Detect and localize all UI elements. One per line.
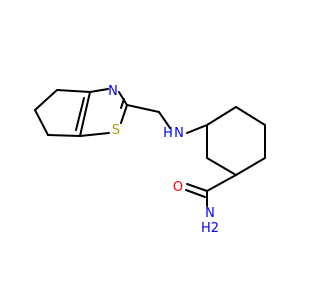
bond: [235, 106, 266, 126]
bond: [120, 104, 128, 124]
structure-svg: N S N H O N H2: [34, 84, 266, 236]
bond: [235, 157, 266, 176]
bond: [34, 109, 49, 136]
cyclopentane-ring: [34, 89, 91, 137]
carboxamide: [185, 174, 237, 207]
bond: [206, 106, 237, 126]
bond: [79, 132, 110, 137]
bond: [206, 157, 237, 176]
thiazole-ring: [75, 88, 128, 137]
bond: [206, 174, 237, 192]
amide-h2-label: H2: [201, 221, 219, 236]
bond: [89, 88, 109, 93]
bond: [47, 134, 81, 137]
bond: [118, 91, 128, 106]
carbonyl-oxygen-label: O: [173, 180, 183, 195]
bond: [120, 98, 125, 109]
bond: [185, 189, 206, 198]
bond: [56, 89, 91, 93]
ring-sulfur-label: S: [112, 123, 120, 138]
bond: [186, 183, 208, 192]
bond: [34, 89, 58, 111]
bond: [186, 124, 208, 134]
amide-n-label: N: [205, 206, 215, 221]
bond: [158, 111, 171, 129]
amine-h-label: H: [163, 126, 173, 141]
bond: [79, 91, 91, 137]
amine-n-label: N: [174, 126, 184, 141]
bond: [75, 97, 85, 131]
ring-nitrogen-label: N: [108, 84, 118, 99]
cyclohexane-ring: [206, 106, 266, 176]
molecule-diagram: N S N H O N H2: [34, 84, 266, 236]
bond: [126, 104, 160, 113]
linker: [126, 104, 208, 134]
